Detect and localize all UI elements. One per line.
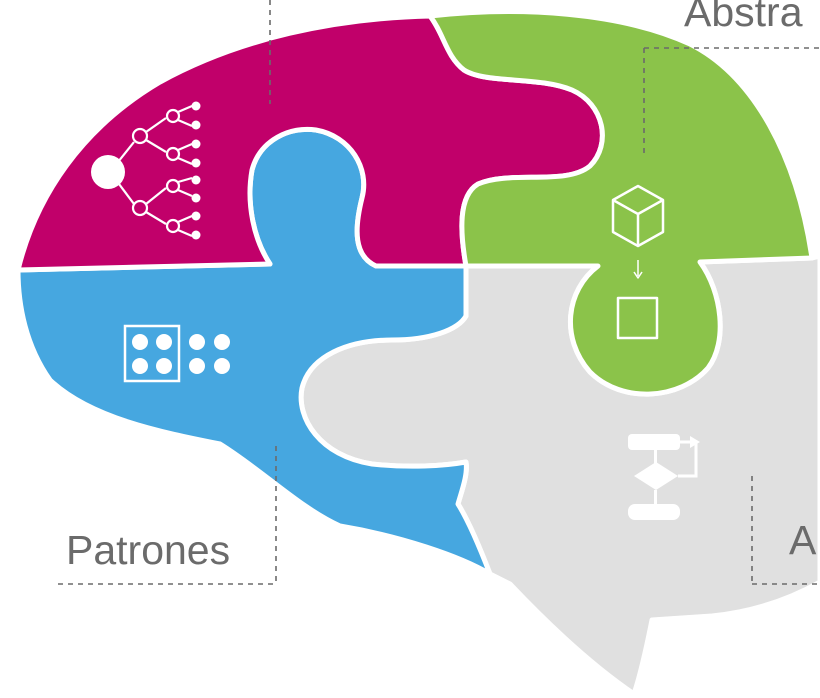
cube-to-square-icon [611, 184, 665, 340]
abstraction-region [427, 9, 815, 397]
patterns-label: Patrones [66, 527, 231, 573]
abstraction-label: Abstra [684, 0, 803, 35]
dot-grid-pattern-icon [123, 324, 230, 383]
flowchart-icon [628, 434, 700, 520]
abstraction-piece [427, 9, 815, 397]
tree-hierarchy-icon [91, 101, 201, 240]
leader-lines [58, 0, 820, 585]
algorithms-label: A [789, 517, 817, 563]
